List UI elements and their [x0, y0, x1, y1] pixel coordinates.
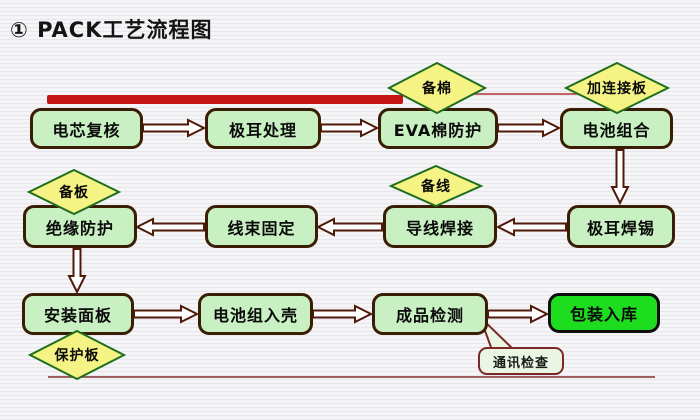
arrow-wire-welding-to-harness-fixing [315, 217, 383, 237]
red-accent-bar [47, 95, 403, 104]
arrow-pack-into-case-to-inspection [312, 304, 374, 324]
arrow-tab-processing-to-eva [320, 118, 380, 138]
arrow-insulation-to-panel-installation [67, 248, 87, 295]
node-panel-installation[interactable]: 安装面板 [22, 293, 134, 335]
node-eva-foam-protection[interactable]: EVA棉防护 [378, 108, 498, 149]
arrow-eva-to-battery-assembly [497, 118, 562, 138]
comm-check-callout[interactable]: 通讯检查 [478, 347, 564, 375]
node-insulation-protection[interactable]: 绝缘防护 [23, 205, 137, 248]
node-packing-warehousing[interactable]: 包装入库 [548, 293, 660, 333]
node-harness-fixing[interactable]: 线束固定 [205, 205, 318, 248]
arrow-inspection-to-packing [487, 304, 550, 324]
node-finished-inspection[interactable]: 成品检测 [372, 293, 488, 335]
node-tab-processing[interactable]: 极耳处理 [205, 108, 321, 149]
node-wire-welding[interactable]: 导线焊接 [383, 205, 497, 248]
arrow-panel-installation-to-pack-into-case [133, 304, 200, 324]
node-battery-assembly[interactable]: 电池组合 [560, 108, 673, 149]
page-title: ① PACK工艺流程图 [10, 18, 213, 42]
arrow-tab-soldering-to-wire-welding [495, 217, 567, 237]
arrow-cell-recheck-to-tab-processing [142, 118, 207, 138]
node-tab-soldering[interactable]: 极耳焊锡 [567, 205, 675, 248]
arrow-harness-fixing-to-insulation [134, 217, 205, 237]
node-cell-recheck[interactable]: 电芯复核 [30, 108, 143, 149]
arrow-battery-assembly-to-tab-soldering [610, 149, 630, 206]
node-pack-into-case[interactable]: 电池组入壳 [198, 293, 313, 335]
